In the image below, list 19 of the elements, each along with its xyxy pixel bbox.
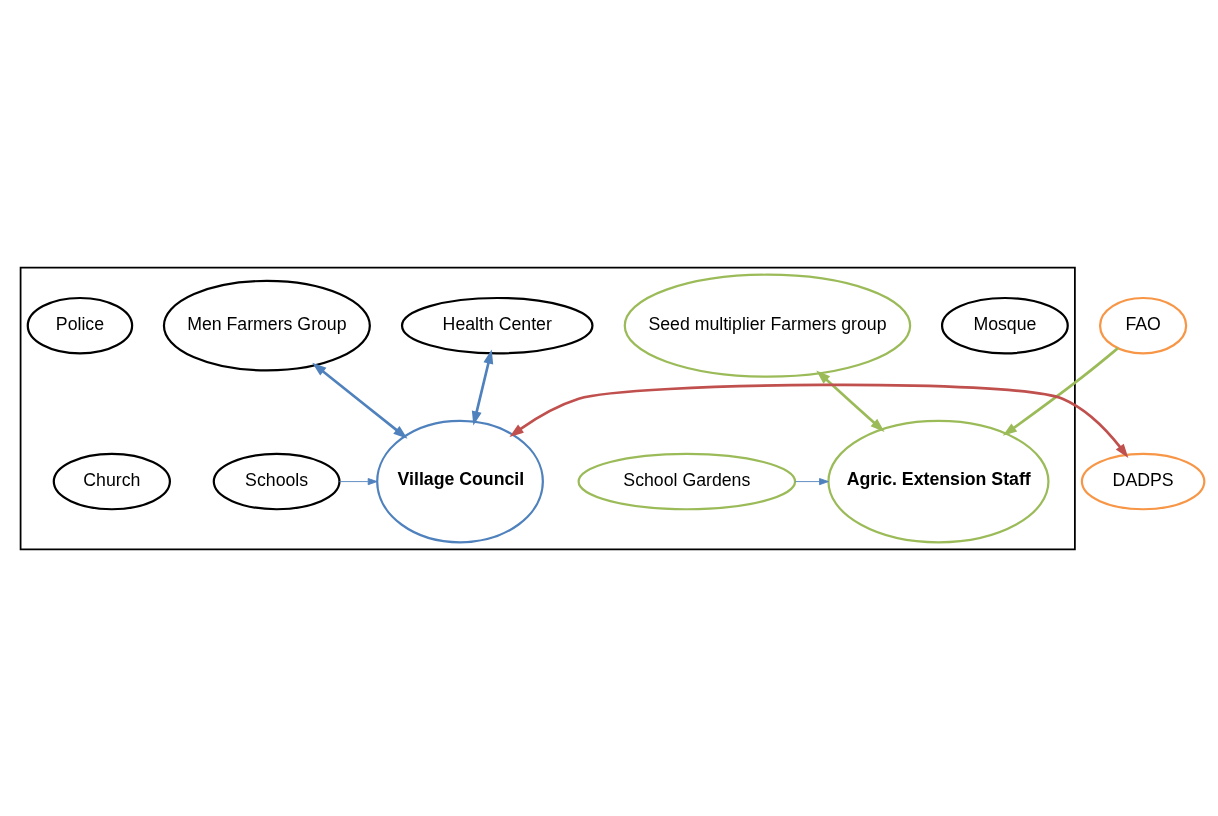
node-ellipse: Men Farmers Group [162,279,371,371]
node-ellipse: Health Center [400,296,594,354]
node-ellipse: Church [52,452,171,510]
arrow [816,370,885,432]
arrow [338,477,378,485]
cluster [19,266,1076,550]
arrow [312,362,408,439]
arrow [509,383,1129,458]
node-ellipse: Schools [212,452,341,510]
node-ellipse: FAO [1098,296,1188,354]
arrow [1002,346,1119,436]
node-ellipse: Mosque [940,296,1069,354]
node-ellipse: Village Council [376,419,544,543]
arrow [795,477,829,485]
node-ellipse: Seed multiplier Farmers group [623,273,912,378]
node-ellipse: DADPS [1080,452,1206,510]
node-ellipse: School Gardens [577,452,797,510]
node-ellipse: Police [26,296,134,354]
arrow [471,349,494,425]
